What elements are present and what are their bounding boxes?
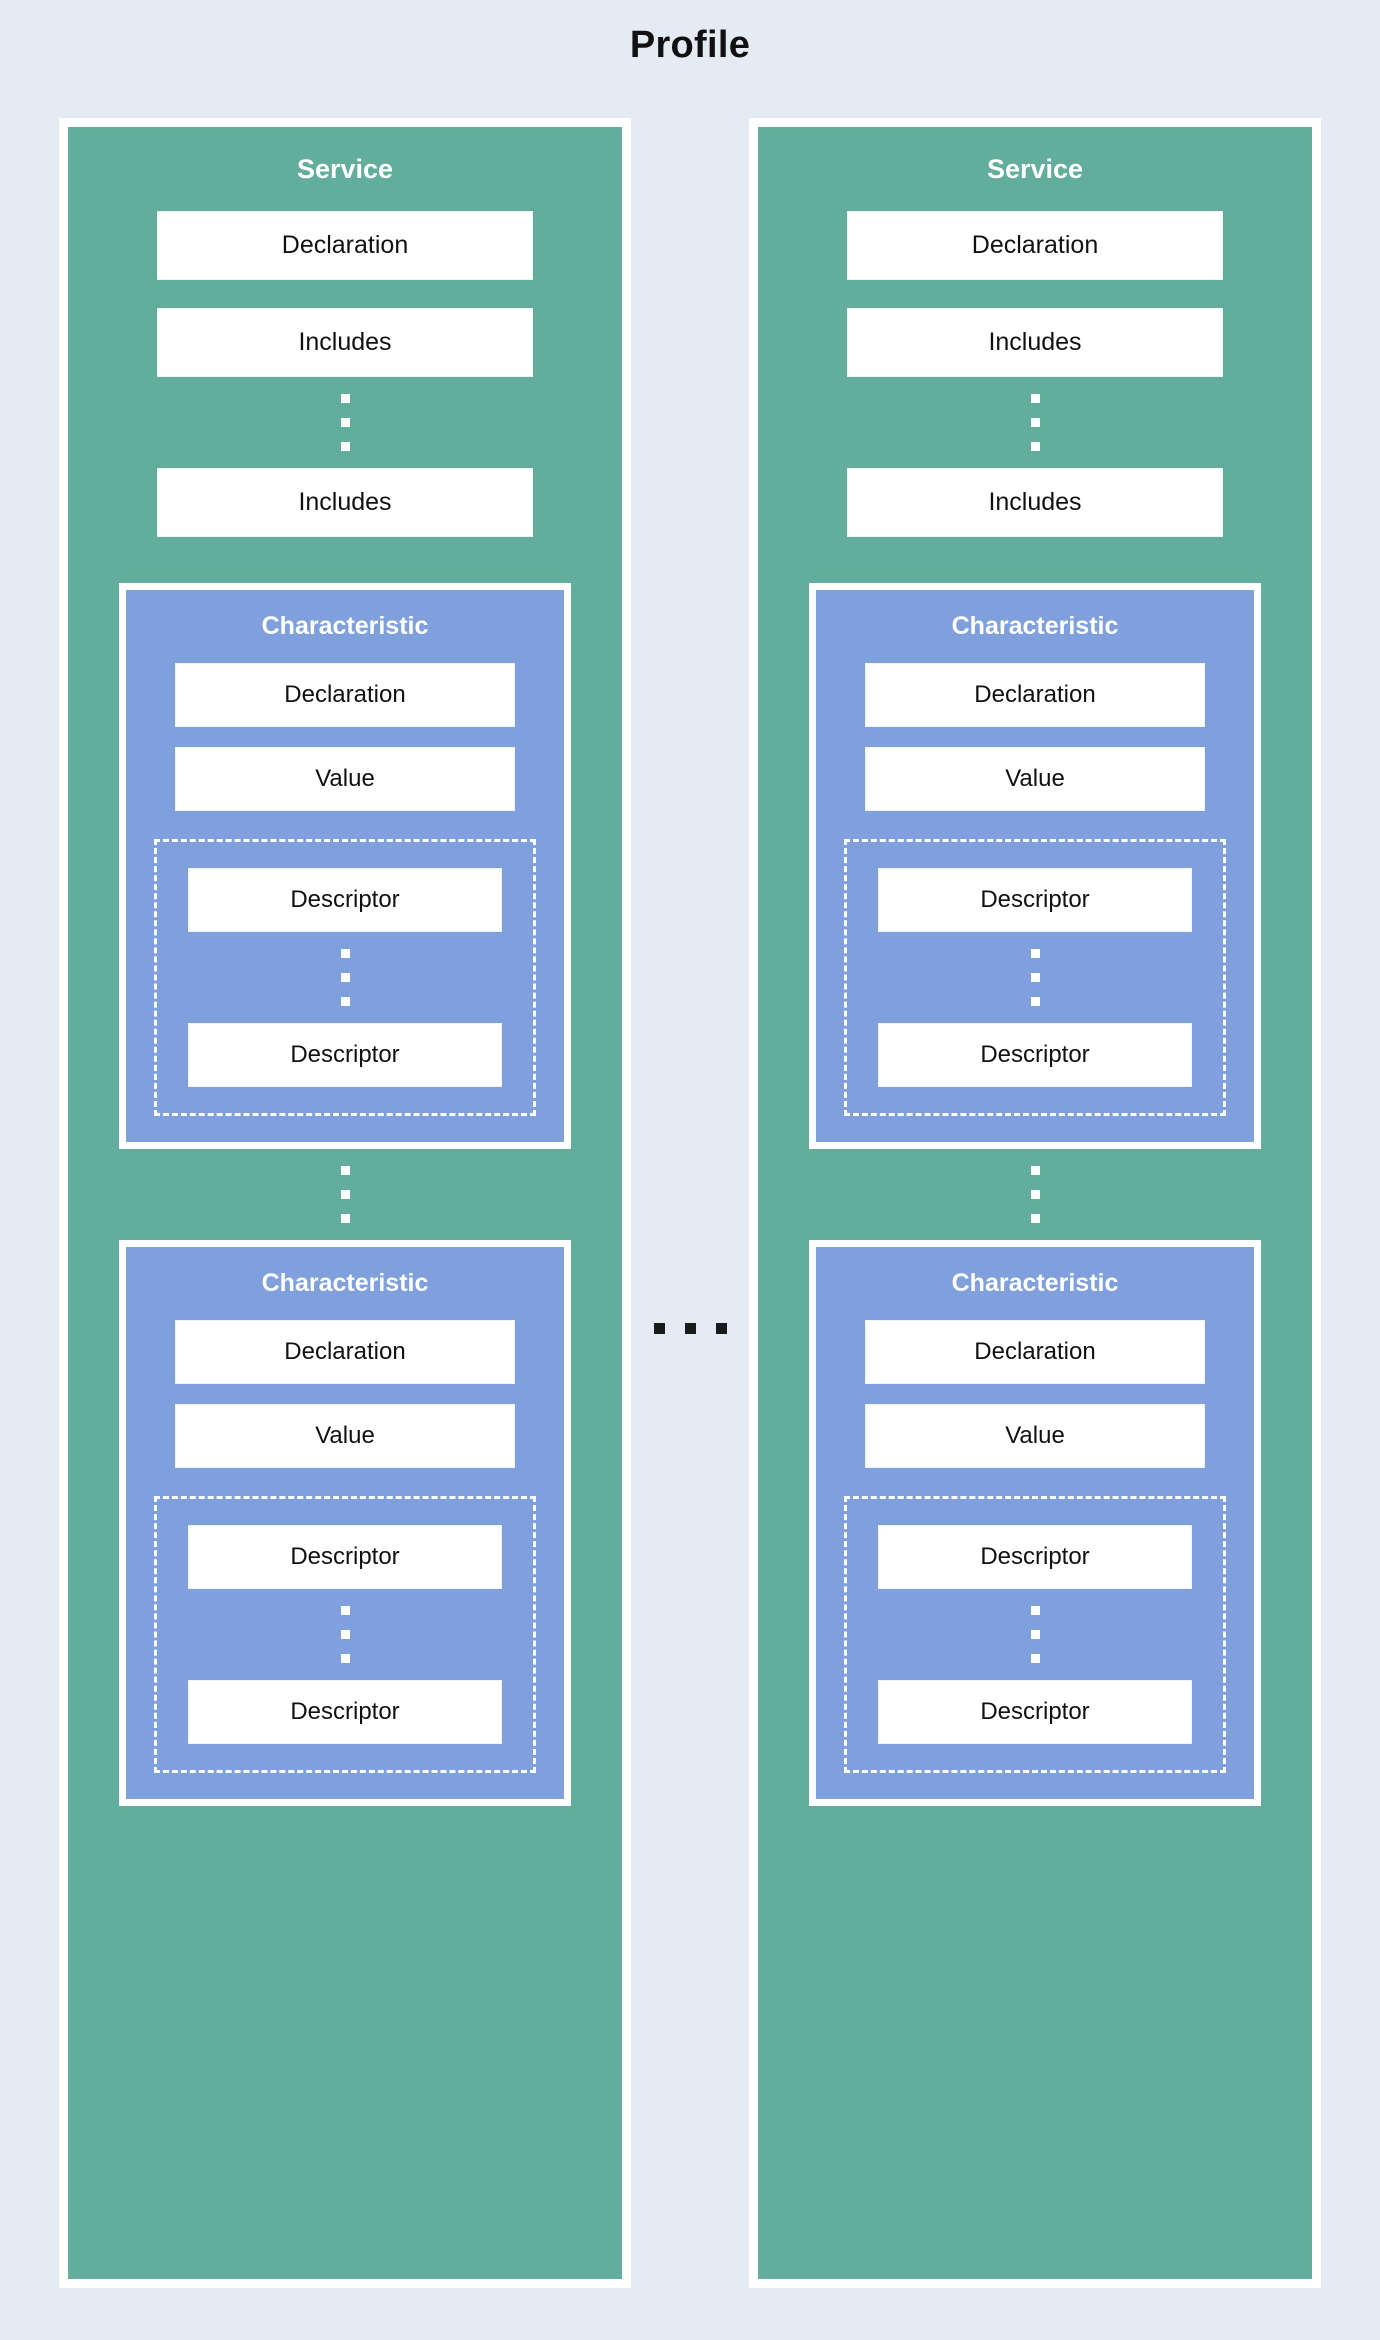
characteristic-declaration-box: Declaration — [865, 663, 1205, 727]
ellipsis-dot — [1030, 1214, 1040, 1223]
ellipsis-dot — [1030, 442, 1040, 451]
characteristic-title: Characteristic — [951, 612, 1119, 640]
ellipsis-dot — [340, 1606, 350, 1615]
descriptor-group: Descriptor Descriptor — [844, 839, 1226, 1116]
service-title: Service — [296, 154, 394, 184]
vertical-ellipsis-icon-descriptors — [340, 932, 350, 1023]
characteristic-title: Characteristic — [261, 1269, 429, 1297]
ellipsis-dot — [340, 949, 350, 958]
service-box-2: Service Declaration Includes Includes Ch… — [749, 118, 1321, 2288]
descriptor-box-first: Descriptor — [878, 868, 1192, 932]
ellipsis-dot — [1030, 1654, 1040, 1663]
characteristic-value-box: Value — [865, 1404, 1205, 1468]
descriptor-box-last: Descriptor — [188, 1680, 502, 1744]
descriptor-box-first: Descriptor — [878, 1525, 1192, 1589]
service-includes-box-last: Includes — [157, 468, 533, 537]
ellipsis-dot — [340, 1630, 350, 1639]
ellipsis-dot — [340, 1654, 350, 1663]
service-columns: Service Declaration Includes Includes Ch… — [0, 118, 1380, 2288]
descriptor-group: Descriptor Descriptor — [154, 1496, 536, 1773]
service-declaration-box: Declaration — [157, 211, 533, 280]
characteristic-title: Characteristic — [261, 612, 429, 640]
horizontal-ellipsis-icon — [653, 1323, 727, 1334]
service-includes-box-first: Includes — [157, 308, 533, 377]
characteristic-value-box: Value — [175, 747, 515, 811]
descriptor-group: Descriptor Descriptor — [154, 839, 536, 1116]
ellipsis-dot — [340, 1190, 350, 1199]
ellipsis-dot — [340, 1214, 350, 1223]
ellipsis-dot — [1030, 1190, 1040, 1199]
characteristic-value-box: Value — [175, 1404, 515, 1468]
descriptor-box-last: Descriptor — [188, 1023, 502, 1087]
characteristic-box-1: Characteristic Declaration Value Descrip… — [809, 583, 1261, 1149]
ellipsis-dot — [340, 394, 350, 403]
vertical-ellipsis-icon-includes — [1030, 377, 1040, 468]
vertical-ellipsis-icon-characteristics — [1030, 1149, 1040, 1240]
service-title: Service — [986, 154, 1084, 184]
vertical-ellipsis-icon-descriptors — [340, 1589, 350, 1680]
ellipsis-dot — [1030, 418, 1040, 427]
characteristic-box-1: Characteristic Declaration Value Descrip… — [119, 583, 571, 1149]
vertical-ellipsis-icon-descriptors — [1030, 932, 1040, 1023]
service-includes-box-last: Includes — [847, 468, 1223, 537]
ellipsis-dot — [1030, 973, 1040, 982]
service-declaration-box: Declaration — [847, 211, 1223, 280]
characteristic-declaration-box: Declaration — [175, 663, 515, 727]
ellipsis-dot — [1030, 1630, 1040, 1639]
service-box-1: Service Declaration Includes Includes Ch… — [59, 118, 631, 2288]
ellipsis-dot — [340, 997, 350, 1006]
characteristic-declaration-box: Declaration — [175, 1320, 515, 1384]
vertical-ellipsis-icon-includes — [340, 377, 350, 468]
descriptor-box-first: Descriptor — [188, 1525, 502, 1589]
descriptor-group: Descriptor Descriptor — [844, 1496, 1226, 1773]
ellipsis-dot — [340, 442, 350, 451]
ellipsis-dot — [1030, 1606, 1040, 1615]
ellipsis-dot — [684, 1323, 696, 1334]
ellipsis-dot — [1030, 1166, 1040, 1175]
ellipsis-dot — [715, 1323, 727, 1334]
characteristic-box-2: Characteristic Declaration Value Descrip… — [809, 1240, 1261, 1806]
ellipsis-dot — [653, 1323, 665, 1334]
inter-service-gap — [631, 118, 749, 2288]
characteristic-declaration-box: Declaration — [865, 1320, 1205, 1384]
characteristic-value-box: Value — [865, 747, 1205, 811]
vertical-ellipsis-icon-characteristics — [340, 1149, 350, 1240]
descriptor-box-last: Descriptor — [878, 1023, 1192, 1087]
service-includes-box-first: Includes — [847, 308, 1223, 377]
ellipsis-dot — [340, 418, 350, 427]
ellipsis-dot — [1030, 997, 1040, 1006]
characteristic-title: Characteristic — [951, 1269, 1119, 1297]
characteristic-box-2: Characteristic Declaration Value Descrip… — [119, 1240, 571, 1806]
ellipsis-dot — [340, 1166, 350, 1175]
ellipsis-dot — [1030, 949, 1040, 958]
vertical-ellipsis-icon-descriptors — [1030, 1589, 1040, 1680]
ellipsis-dot — [340, 973, 350, 982]
page-title: Profile — [629, 24, 751, 66]
descriptor-box-first: Descriptor — [188, 868, 502, 932]
descriptor-box-last: Descriptor — [878, 1680, 1192, 1744]
ellipsis-dot — [1030, 394, 1040, 403]
